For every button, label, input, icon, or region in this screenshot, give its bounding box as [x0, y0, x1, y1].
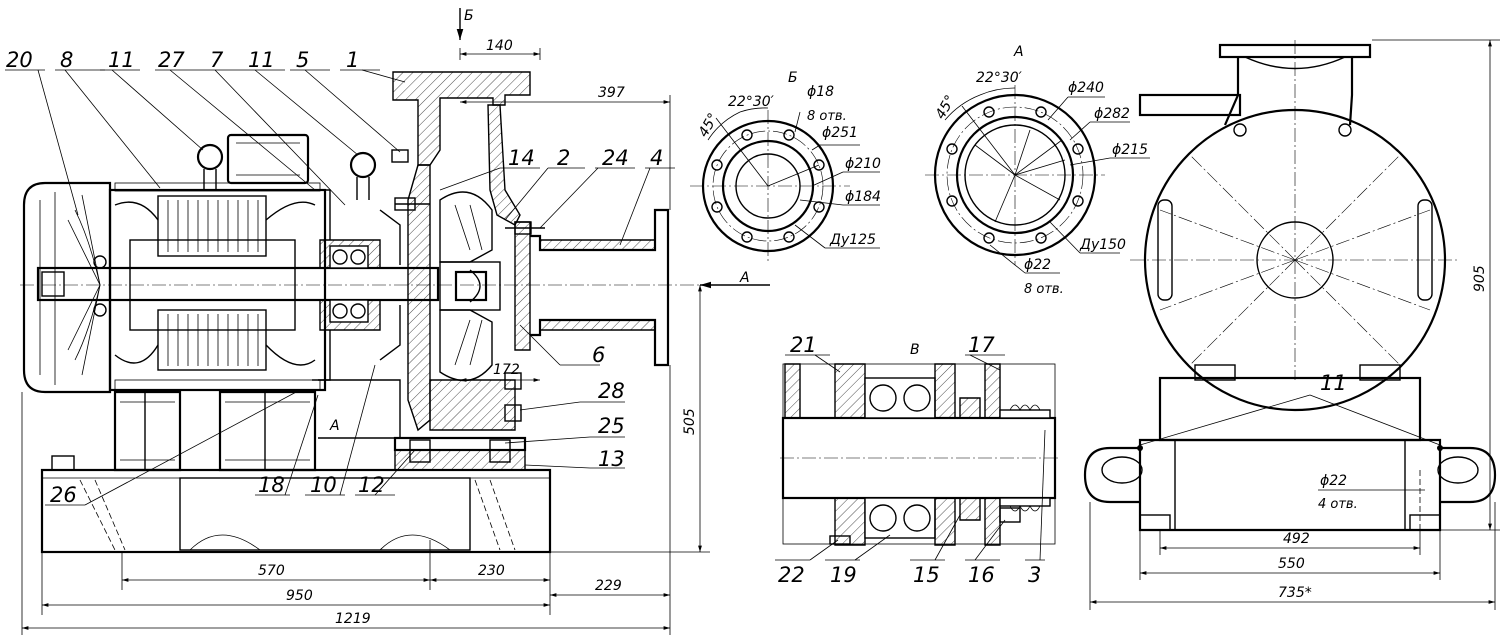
leader-6: 6 [592, 343, 605, 367]
dim-570: 570 [258, 563, 285, 579]
vb-d18: ϕ18 [807, 84, 834, 100]
dim-505: 505 [682, 408, 698, 435]
side-d735: 735* [1278, 585, 1312, 601]
motor-supports [113, 390, 317, 472]
stator [114, 195, 316, 371]
vb-d184: ϕ184 [845, 189, 881, 205]
leader-12: 12 [358, 473, 385, 497]
leader-17: 17 [968, 333, 995, 357]
vb-du125: Ду125 [829, 232, 876, 248]
side-view: 11 ϕ22 4 отв. 492 550 735* 905 [1083, 39, 1500, 610]
side-d550: 550 [1278, 556, 1305, 572]
leader-28: 28 [598, 379, 625, 403]
leader-10: 10 [310, 473, 337, 497]
impeller-hub [439, 261, 501, 311]
leader-26: 26 [50, 483, 77, 507]
dim-950: 950 [286, 588, 313, 604]
leader-20: 20 [6, 48, 33, 72]
vb-holes: 8 отв. [807, 109, 847, 124]
view-a-label: А [1013, 44, 1024, 60]
main-view-labels: 20 8 11 27 7 11 5 1 14 2 24 4 6 28 25 13… [6, 48, 663, 507]
leader-1: 1 [346, 48, 359, 72]
main-view-dimensions: 140 397 172 505 570 230 950 229 1219 [21, 38, 710, 635]
pump-casing [392, 71, 531, 432]
impeller-nut [454, 270, 488, 302]
side-d492: 492 [1283, 531, 1310, 547]
section-arrows: Б А [456, 8, 770, 289]
label-b-top: Б [464, 8, 474, 24]
leader-11c: 11 [1320, 371, 1347, 395]
va-d282: ϕ282 [1094, 106, 1130, 122]
detail-v: В 21 [775, 333, 1060, 587]
leader-2: 2 [557, 146, 570, 170]
main-sectional-view [20, 71, 700, 554]
label-a-arrow: А [739, 270, 750, 286]
leader-7: 7 [210, 48, 224, 72]
va-d240: ϕ240 [1068, 80, 1104, 96]
va-angle-45: 45° [933, 92, 959, 122]
va-holes: 8 отв. [1024, 282, 1064, 297]
vb-angle-2230: 22°30′ [728, 94, 775, 110]
side-holes: 4 отв. [1318, 497, 1358, 512]
dim-397: 397 [598, 85, 625, 101]
leader-18: 18 [258, 473, 285, 497]
leader-11a: 11 [108, 48, 135, 72]
leader-3: 3 [1028, 563, 1041, 587]
detail-bearings [864, 377, 936, 539]
leader-24: 24 [602, 146, 629, 170]
label-a-under: А [329, 418, 340, 434]
leader-27: 27 [158, 48, 185, 72]
bearing [329, 245, 369, 323]
view-v-label: В [910, 342, 920, 358]
eyebolt-2 [349, 151, 377, 200]
leader-5: 5 [296, 48, 309, 72]
vb-angle-45: 45° [696, 110, 722, 140]
va-d215: ϕ215 [1112, 142, 1148, 158]
leader-8: 8 [60, 48, 73, 72]
dim-229: 229 [595, 578, 622, 594]
vb-d251: ϕ251 [822, 125, 858, 141]
va-angle-2230: 22°30′ [976, 70, 1023, 86]
va-d22: ϕ22 [1024, 257, 1051, 273]
dim-172: 172 [493, 362, 520, 378]
leader-21: 21 [790, 333, 817, 357]
suction-nozzle [514, 208, 670, 367]
dim-1219: 1219 [335, 611, 371, 627]
leader-25: 25 [598, 414, 625, 438]
leader-14: 14 [508, 146, 535, 170]
va-du150: Ду150 [1079, 237, 1126, 253]
side-base [1083, 438, 1497, 532]
leader-19: 19 [830, 563, 857, 587]
leader-11b: 11 [248, 48, 275, 72]
leader-4: 4 [650, 146, 663, 170]
dim-230: 230 [478, 563, 505, 579]
side-d22: ϕ22 [1320, 473, 1347, 489]
vb-d210: ϕ210 [845, 156, 881, 172]
leader-22: 22 [778, 563, 805, 587]
side-pipe [1138, 93, 1242, 117]
flange-view-a: А 45° 22°30′ ϕ240 ϕ282 ϕ2 [925, 44, 1150, 297]
shaft [36, 266, 440, 302]
fan-cover [22, 181, 112, 394]
view-b-label: Б [788, 70, 798, 86]
side-d905: 905 [1472, 265, 1488, 292]
flange-view-b: Б 45° 22°30′ ϕ18 8 отв. ϕ251 ϕ210 ϕ184 Д… [690, 70, 881, 262]
eyebolt-1 [196, 143, 224, 190]
leader-13: 13 [598, 447, 625, 471]
dim-140: 140 [486, 38, 513, 54]
terminal-box [226, 133, 310, 185]
leader-16: 16 [968, 563, 995, 587]
leader-15: 15 [913, 563, 940, 587]
base-frame [40, 455, 552, 554]
motor-housing [108, 188, 327, 392]
main-view-leaders [5, 69, 675, 506]
